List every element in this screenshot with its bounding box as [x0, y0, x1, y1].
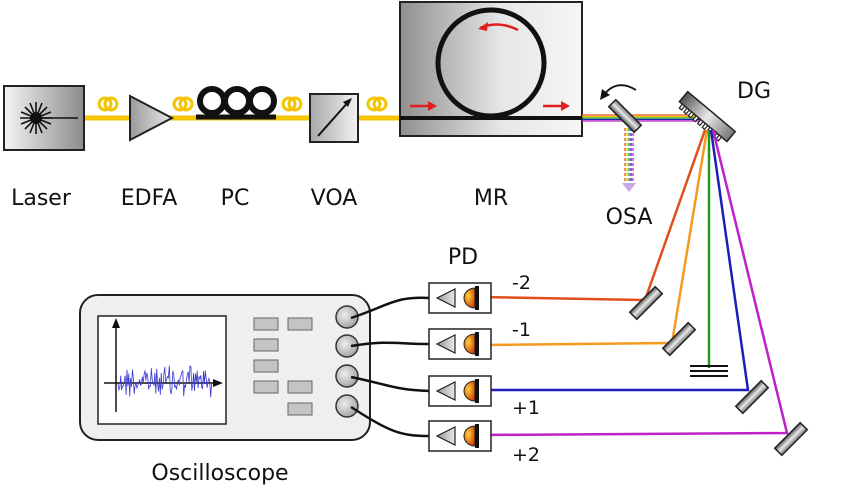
- edfa: [129, 94, 175, 142]
- turning-mirrors: [628, 285, 809, 457]
- comb-beam: [582, 114, 700, 122]
- photodetectors: [428, 282, 492, 452]
- dg-label: DG: [737, 79, 771, 104]
- edfa-label: EDFA: [121, 186, 178, 211]
- order-label-plus1: +1: [512, 397, 540, 419]
- voa: [309, 93, 359, 143]
- pd-label: PD: [448, 245, 478, 270]
- photodetector: [428, 375, 492, 407]
- osa-label: OSA: [606, 205, 653, 230]
- microresonator: [399, 1, 583, 137]
- flip-mirror: [600, 84, 643, 134]
- order-beam-minus1: [479, 129, 709, 347]
- order-label-minus1: -1: [512, 319, 531, 341]
- order-beam-plus1: [480, 129, 750, 392]
- laser: [3, 85, 85, 151]
- cables: [350, 296, 431, 438]
- mr-label: MR: [474, 186, 508, 211]
- laser-label: Laser: [11, 186, 72, 211]
- polarization-controller: [196, 86, 277, 120]
- photodetector: [428, 328, 492, 360]
- oscilloscope: [79, 294, 371, 441]
- pc-label: PC: [221, 186, 250, 211]
- order-beam-plus2: [479, 129, 789, 437]
- diffracted-orders: [479, 129, 789, 437]
- order-label-plus2: +2: [512, 444, 540, 466]
- osa-beam: [622, 128, 636, 192]
- photodetector: [428, 282, 492, 314]
- voa-label: VOA: [311, 186, 358, 211]
- oscilloscope-label: Oscilloscope: [151, 461, 288, 486]
- photodetector: [428, 420, 492, 452]
- order-label-minus2: -2: [512, 272, 531, 294]
- beam-block: [690, 365, 728, 377]
